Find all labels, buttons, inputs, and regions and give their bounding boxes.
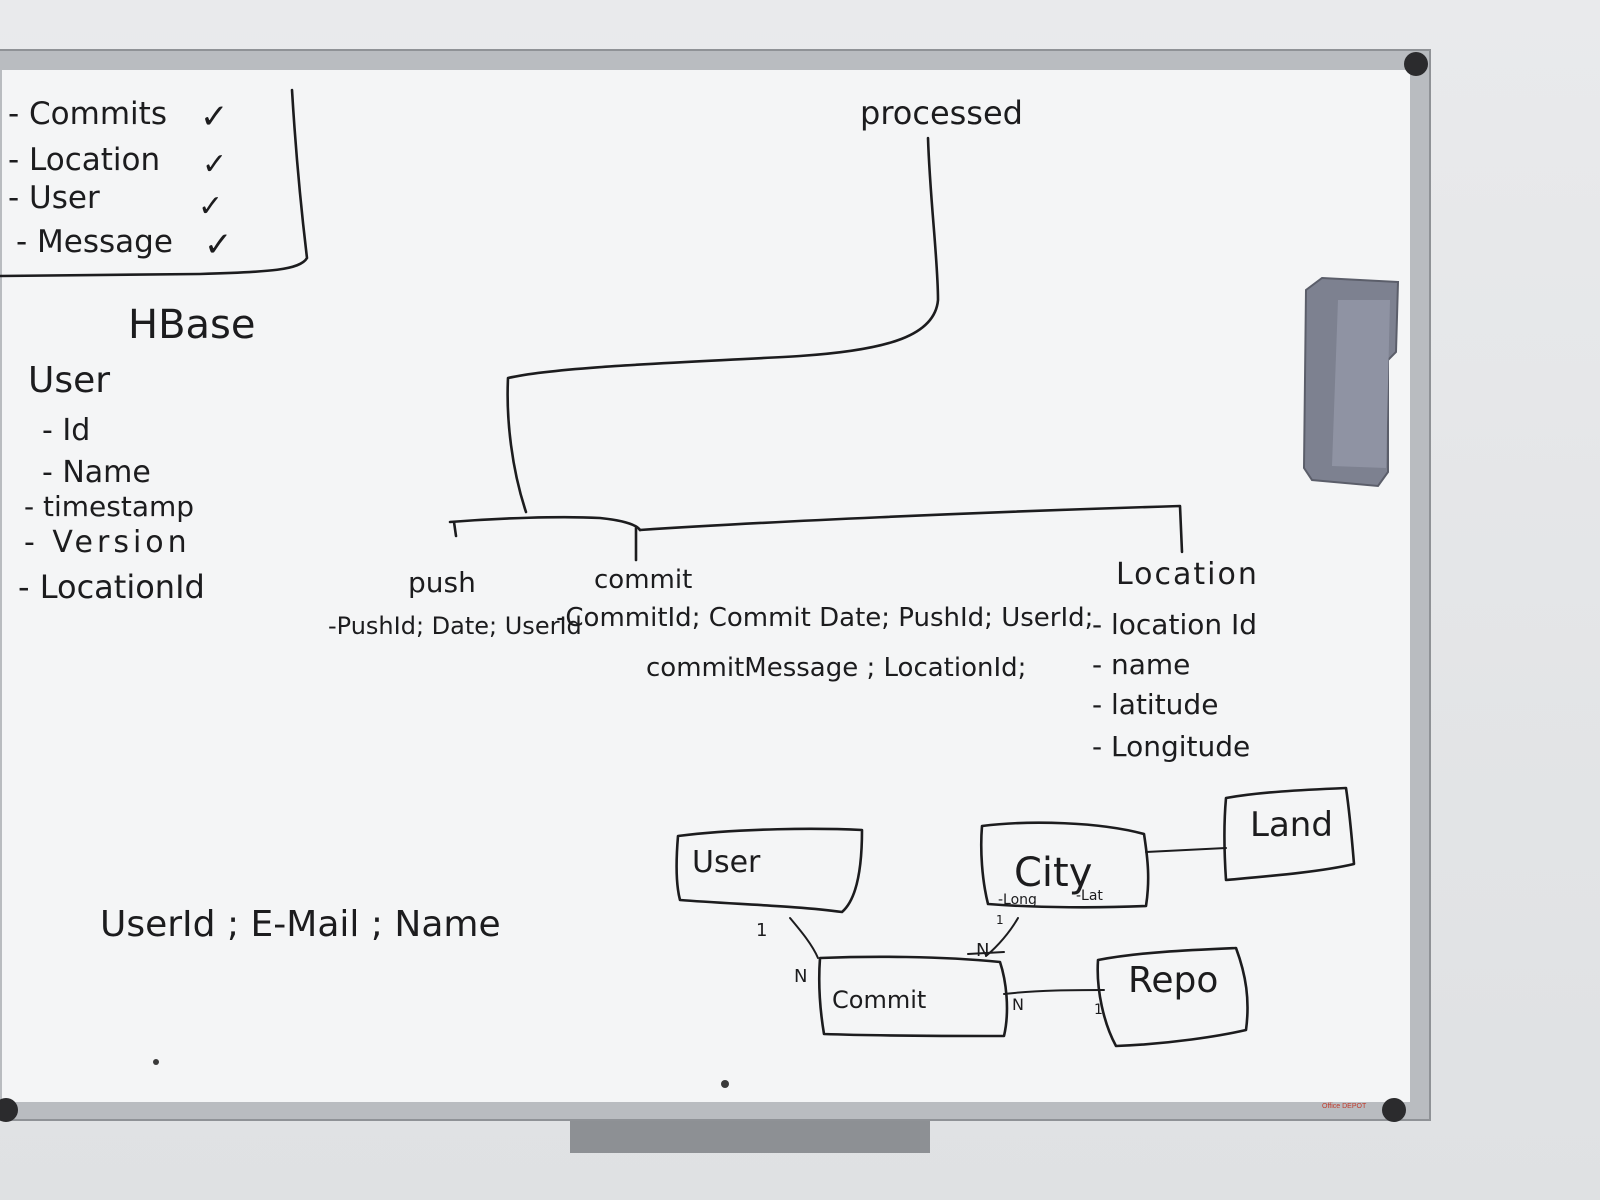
push-label: push	[408, 566, 476, 599]
hbase-title: HBase	[128, 302, 255, 348]
er-relation	[1145, 847, 1227, 853]
hbase-field: - LocationId	[18, 568, 205, 606]
tree-root: processed	[860, 94, 1023, 132]
er-entity-land	[1223, 786, 1356, 882]
er-cardinality: 1	[1094, 1002, 1103, 1018]
commit-fields: -CommitId; Commit Date; PushId; UserId;	[556, 603, 1093, 633]
user-fields: UserId ; E-Mail ; Name	[100, 904, 501, 945]
hbase-field: - Version	[24, 525, 191, 560]
location-label: Location	[1116, 557, 1259, 592]
er-entity-repo	[1096, 946, 1249, 1048]
brand-label: Office DEPOT	[1322, 1103, 1367, 1110]
push-fields: -PushId; Date; UserId	[328, 612, 582, 640]
checklist: - Commits ✓ - Location ✓ - User ✓ - Mess…	[0, 88, 309, 278]
er-repo-label: Repo	[1128, 960, 1218, 1001]
frame-corner	[1404, 52, 1428, 76]
er-city-label: City	[1014, 850, 1092, 896]
checklist-item: - User	[8, 180, 100, 216]
er-city-attr: -Long	[998, 892, 1037, 908]
er-relation	[789, 917, 819, 959]
hbase-field: - Name	[42, 455, 151, 490]
location-field: - latitude	[1092, 688, 1218, 721]
check-icon: ✓	[204, 225, 233, 265]
commit-fields: commitMessage ; LocationId;	[646, 653, 1026, 683]
commit-label: commit	[594, 565, 692, 595]
er-entity-user	[675, 827, 864, 914]
er-commit-label: Commit	[832, 986, 926, 1014]
hbase-block: HBase User - Id - Name - timestamp - Ver…	[18, 302, 255, 606]
er-cardinality: N	[976, 940, 989, 961]
er-city-attr: -Lat	[1076, 888, 1103, 904]
location-field: - name	[1092, 648, 1190, 681]
er-cardinality: 1	[756, 920, 767, 941]
checklist-item: - Location	[8, 142, 160, 178]
location-field: - location Id	[1092, 608, 1257, 641]
check-icon: ✓	[200, 97, 229, 137]
checklist-item: - Commits	[8, 96, 167, 132]
er-land-label: Land	[1250, 805, 1333, 845]
tree-connectors	[448, 136, 1184, 562]
er-cardinality: 1	[996, 913, 1004, 927]
er-cardinality: N	[1012, 995, 1024, 1014]
er-relation	[1003, 989, 1105, 995]
check-icon: ✓	[202, 147, 227, 182]
whiteboard-surface	[2, 70, 1410, 1102]
hbase-field: - timestamp	[24, 490, 194, 523]
hbase-field: - Id	[42, 413, 90, 448]
er-entity-city	[979, 821, 1150, 909]
checklist-item: - Message	[16, 224, 173, 260]
er-cardinality: N	[794, 966, 807, 987]
check-icon: ✓	[198, 189, 223, 224]
eraser	[1302, 276, 1400, 488]
er-entity-commit	[817, 955, 1009, 1038]
er-diagram: User City -Long -Lat Land Commit Repo 1 …	[675, 786, 1356, 1048]
er-user-label: User	[692, 845, 761, 880]
hbase-entity: User	[28, 360, 110, 401]
frame-corner	[1382, 1098, 1406, 1122]
location-field: - Longitude	[1092, 730, 1250, 763]
